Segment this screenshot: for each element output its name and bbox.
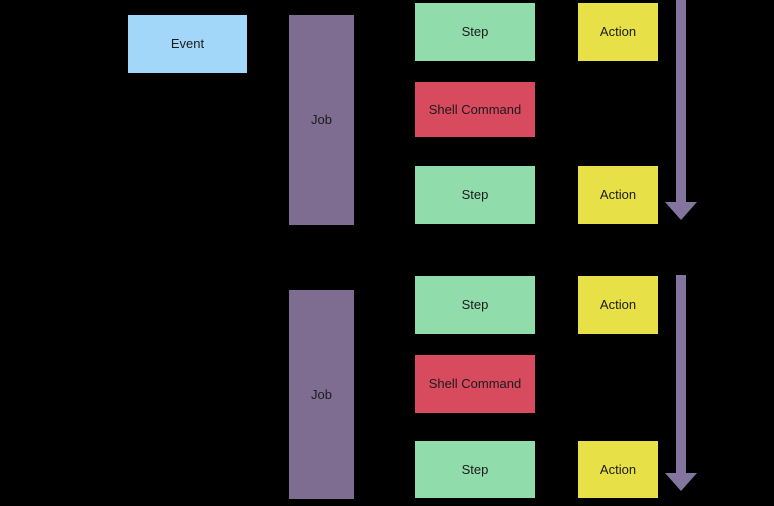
flow-down-arrow [665,0,697,220]
action-node: Action [578,276,658,334]
action-node: Action [578,3,658,61]
flow-down-arrow [665,275,697,491]
step-node: Step [415,3,535,61]
job-node-2: Job [289,290,354,499]
step-node: Step [415,276,535,334]
step-node: Step [415,441,535,498]
job-node-1: Job [289,15,354,225]
step-node: Step [415,166,535,224]
shell-command-node: Shell Command [415,355,535,413]
arrow-head-icon [665,202,697,220]
arrow-shaft [676,0,686,202]
arrow-shaft [676,275,686,473]
shell-command-node: Shell Command [415,82,535,137]
action-node: Action [578,166,658,224]
arrow-head-icon [665,473,697,491]
action-node: Action [578,441,658,498]
event-node: Event [128,15,247,73]
